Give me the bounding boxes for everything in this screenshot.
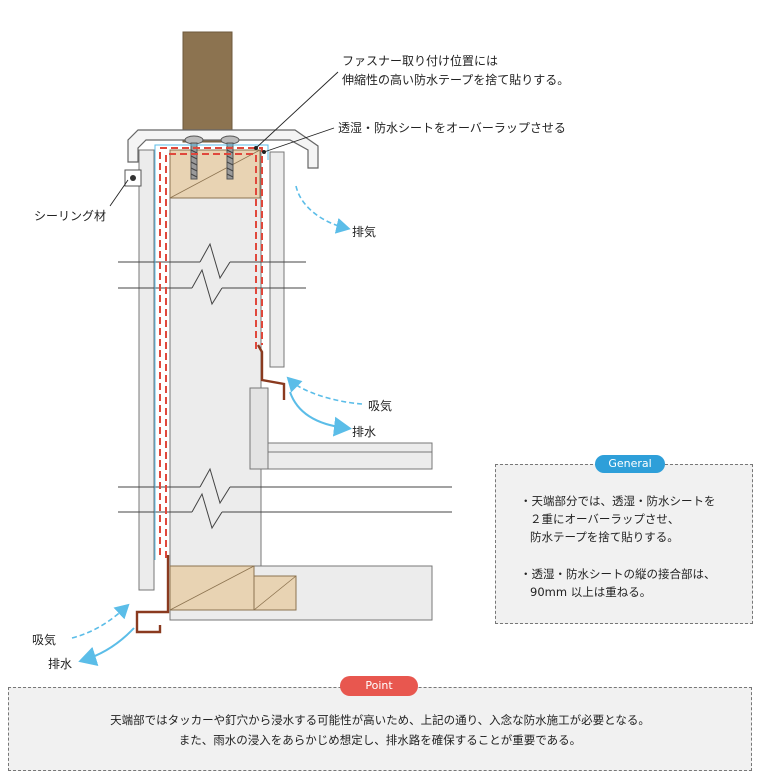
leader-sealing	[109, 179, 129, 207]
breathable-sheet	[154, 144, 269, 560]
point-line-2: また、雨水の浸入をあらかじめ想定し、排水路を確保することが重要である。	[178, 733, 582, 747]
point-note-box	[8, 687, 752, 771]
intake-arrow-mid	[286, 376, 363, 405]
outer-cladding-right	[269, 151, 285, 368]
top-cap-flashing	[127, 129, 319, 169]
general-note-box	[495, 464, 753, 624]
point-line-1: 天端部ではタッカーや釘穴から浸水する可能性が高いため、上記の通り、入念な防水施工…	[110, 713, 650, 727]
wall-back-panel	[169, 149, 262, 621]
overlap-note: 透湿・防水シートをオーバーラップさせる	[338, 121, 566, 135]
sealing-label: シーリング材	[34, 209, 107, 223]
general-line-2: ２重にオーバーラップさせ、	[530, 512, 680, 526]
drain-arrow-mid	[289, 391, 352, 437]
break-line-lower	[118, 467, 452, 530]
drain-flashing-upper	[256, 344, 286, 400]
exhaust-label-top: 排気	[352, 225, 377, 239]
general-line-1: ・天端部分では、透湿・防水シートを	[520, 494, 716, 508]
drain-flashing-lower	[135, 555, 170, 634]
screw-left	[184, 135, 204, 180]
drain-label-mid: 排水	[352, 425, 377, 439]
intake-label-bottom: 吸気	[32, 633, 57, 647]
fastener-note-line1: ファスナー取り付け位置には	[342, 54, 499, 68]
leader-fastener	[255, 71, 339, 149]
drain-arrow-bottom	[78, 627, 135, 666]
wall-section-diagram	[71, 31, 452, 666]
exhaust-arrow-top	[295, 185, 351, 234]
screw-right	[220, 135, 240, 180]
general-line-4: ・透湿・防水シートの縦の接合部は、	[520, 567, 716, 581]
waterproof-membrane	[159, 147, 263, 558]
point-badge: Point	[340, 676, 418, 696]
general-badge: General	[595, 455, 665, 473]
wood-post	[182, 31, 233, 143]
intake-arrow-bottom	[71, 603, 130, 639]
leader-overlap	[263, 127, 335, 153]
horizontal-rail	[267, 442, 433, 470]
inner-rail	[249, 387, 269, 470]
intake-label-mid: 吸気	[368, 399, 393, 413]
break-line-upper	[118, 242, 306, 306]
fastener-note-line2: 伸縮性の高い防水テープを捨て貼りする。	[342, 73, 570, 87]
general-line-5: 90mm 以上は重ねる。	[530, 585, 652, 599]
drain-label-bottom: 排水	[48, 657, 73, 671]
general-line-3: 防水テープを捨て貼りする。	[530, 530, 679, 544]
outer-cladding-left	[138, 149, 155, 591]
